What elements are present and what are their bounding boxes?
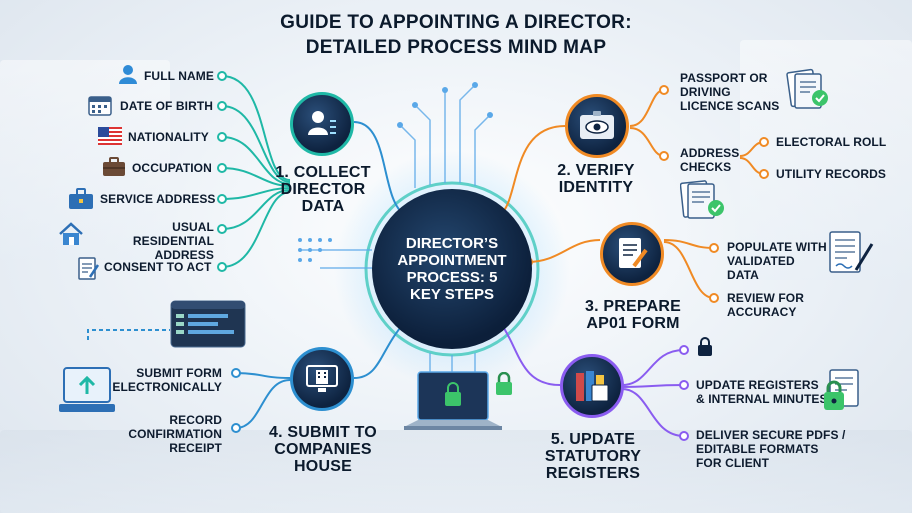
browser-window-icon (170, 300, 246, 348)
service-briefcase-icon (69, 188, 93, 209)
briefcase-icon (103, 157, 125, 176)
item-update-registers: Update Registers & Internal Minutes (696, 378, 828, 406)
item-residential-address: Usual Residential Address (132, 220, 214, 262)
hub-text: Director’s Appointment Process: 5 Key St… (397, 235, 507, 303)
binders-icon (576, 371, 609, 402)
house-icon (59, 222, 83, 245)
form-signature-icon (829, 231, 874, 273)
page-title-line1: Guide to Appointing a Director: (280, 12, 632, 33)
step1-label: 1. Collect Director Data (275, 164, 371, 215)
background-window-left (0, 60, 170, 260)
item-passport-scans: Passport or Driving Licence Scans (680, 71, 780, 113)
form-pen-icon (619, 238, 648, 268)
director-icon (308, 111, 336, 135)
passport-check-icon (786, 68, 828, 109)
item-utility-records: Utility Records (776, 167, 886, 181)
step4-label: 4. Submit to Companies House (269, 424, 377, 475)
calendar-icon (88, 96, 112, 116)
step1-branches (221, 75, 406, 268)
item-consent-to-act: Consent to Act (104, 260, 212, 274)
step1-node (290, 92, 354, 156)
step5-label: 5. Update Statutory Registers (544, 431, 642, 482)
item-date-of-birth: Date of Birth (120, 99, 214, 113)
background-window-right (740, 40, 912, 280)
secure-laptop-icon (404, 371, 502, 430)
lock-icon-small (496, 372, 512, 395)
item-submit-electronically: Submit Form Electronically (112, 366, 222, 394)
page-title-line2: Detailed Process Mind Map (305, 37, 607, 58)
step2-label: 2. Verify Identity (557, 162, 635, 196)
step4-node (290, 347, 354, 411)
item-electoral-roll: Electoral Roll (776, 135, 887, 149)
step4-branches (87, 321, 406, 429)
step2-node (565, 94, 629, 158)
person-icon (119, 65, 137, 84)
circuit-dots (298, 82, 493, 262)
item-address-checks: Address Checks (680, 146, 740, 174)
laptop-upload-icon (59, 367, 115, 412)
consent-document-icon (78, 257, 100, 280)
id-card-eye-icon (580, 111, 614, 139)
background-desk (0, 430, 912, 513)
secure-document-icon (824, 369, 859, 410)
address-document-check-icon (680, 180, 724, 219)
item-full-name: Full Name (144, 69, 215, 83)
item-populate-data: Populate with Validated Data (727, 240, 827, 282)
hub-node: Director’s Appointment Process: 5 Key St… (372, 189, 532, 349)
item-review-accuracy: Review for Accuracy (727, 291, 805, 319)
step3-label: 3. Prepare AP01 Form (585, 298, 681, 332)
lock-icon-register (698, 337, 712, 356)
item-record-receipt: Record Confirmation Receipt (128, 413, 222, 455)
step3-node (600, 222, 664, 286)
flag-icon (98, 127, 122, 145)
step5-branches (499, 321, 685, 437)
building-monitor-icon (306, 365, 338, 392)
item-occupation: Occupation (132, 161, 212, 175)
item-deliver-pdfs: Deliver Secure PDFs / Editable Formats f… (696, 428, 846, 470)
step3-branches (527, 239, 715, 299)
item-service-address: Service Address (100, 192, 216, 206)
step5-node (560, 354, 624, 418)
item-nationality: Nationality (128, 130, 209, 144)
